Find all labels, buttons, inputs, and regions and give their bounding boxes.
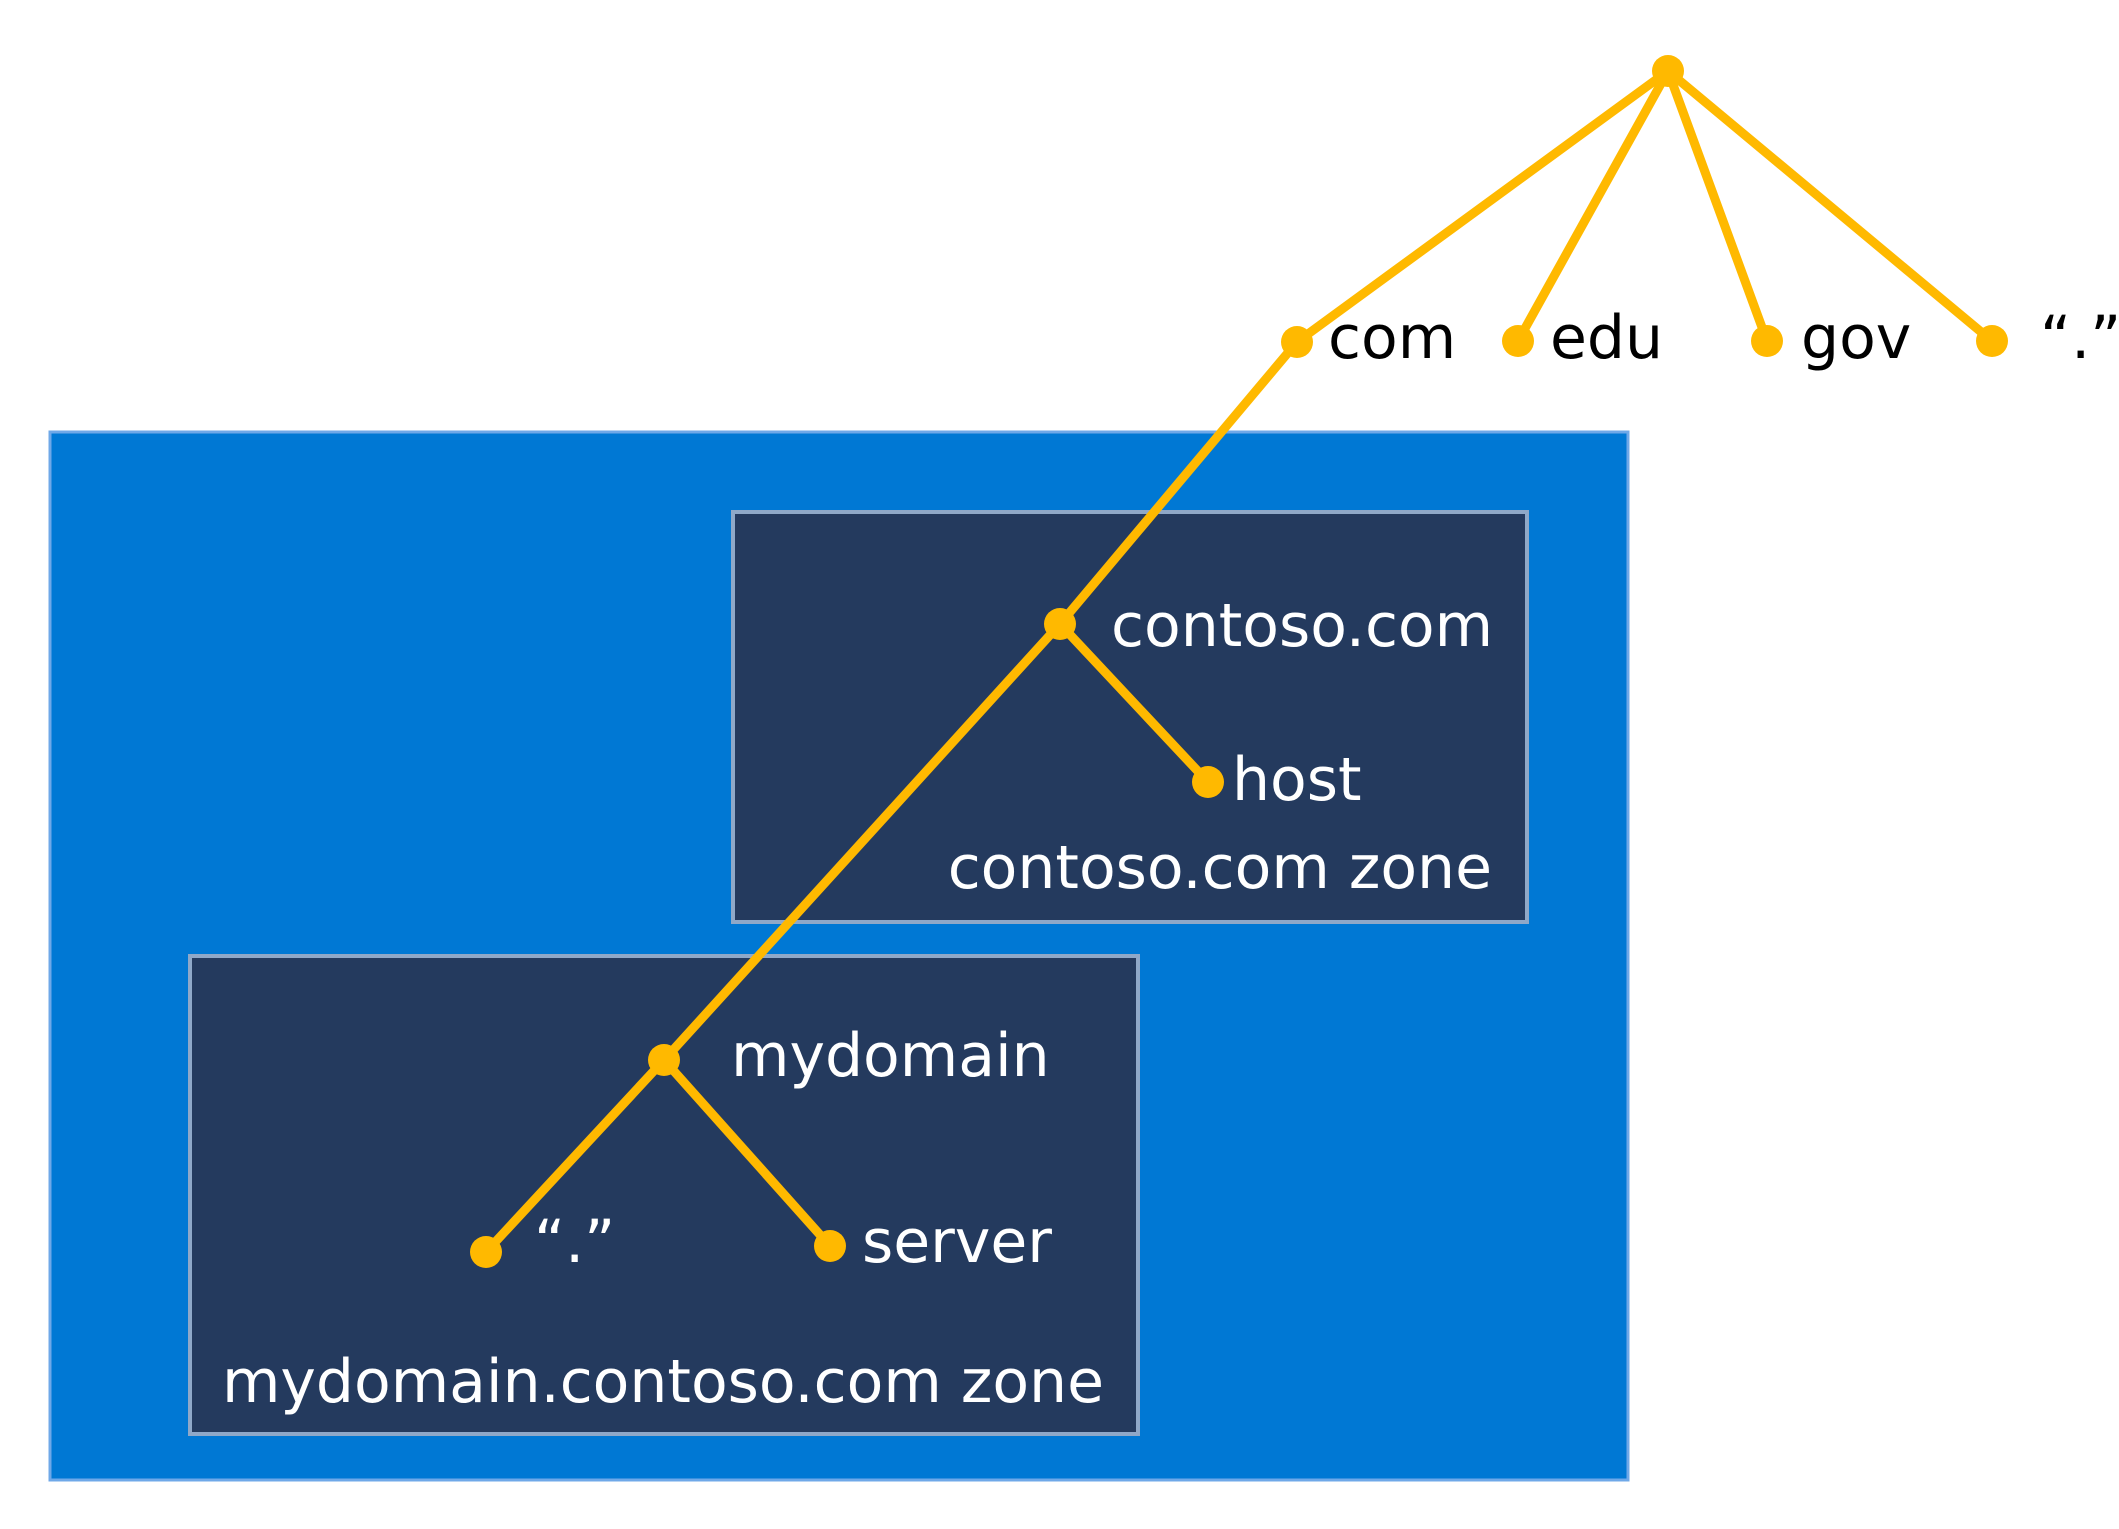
edge-mydomain-server	[659, 1055, 835, 1251]
node-dot-mydomain	[470, 1236, 502, 1268]
edge-root-gov	[1663, 66, 1772, 346]
label-dot-mydomain: “.”	[534, 1207, 615, 1277]
node-mydomain	[648, 1044, 680, 1076]
tree-nodes	[470, 55, 2008, 1268]
node-edu	[1502, 325, 1534, 357]
contoso-zone-box	[731, 510, 1529, 924]
edge-root-edu	[1513, 66, 1673, 346]
label-host: host	[1232, 745, 1362, 815]
edge-mydomain-dot	[481, 1055, 669, 1257]
edge-com-contoso	[1055, 337, 1302, 629]
label-edu: edu	[1550, 303, 1663, 373]
label-contoso-domain: contoso.com	[1111, 591, 1493, 661]
edge-root-dot	[1663, 66, 1997, 346]
edge-contoso-mydomain	[659, 619, 1065, 1065]
node-server	[814, 1230, 846, 1262]
tree-edges	[481, 66, 1997, 1257]
label-mydomain-zone: mydomain.contoso.com zone	[222, 1347, 1104, 1417]
label-gov: gov	[1801, 303, 1911, 373]
label-dot-top: “.”	[2040, 303, 2119, 373]
label-contoso-zone: contoso.com zone	[948, 833, 1492, 903]
node-com	[1281, 326, 1313, 358]
node-gov	[1751, 325, 1783, 357]
node-root	[1652, 55, 1684, 87]
edge-contoso-host	[1055, 619, 1213, 787]
label-server: server	[862, 1207, 1052, 1277]
label-mydomain: mydomain	[731, 1021, 1050, 1091]
mydomain-zone-box	[188, 954, 1140, 1436]
label-com: com	[1328, 303, 1456, 373]
node-dot-top	[1976, 325, 2008, 357]
node-host	[1192, 766, 1224, 798]
node-contoso	[1044, 608, 1076, 640]
edge-root-com	[1292, 66, 1673, 347]
